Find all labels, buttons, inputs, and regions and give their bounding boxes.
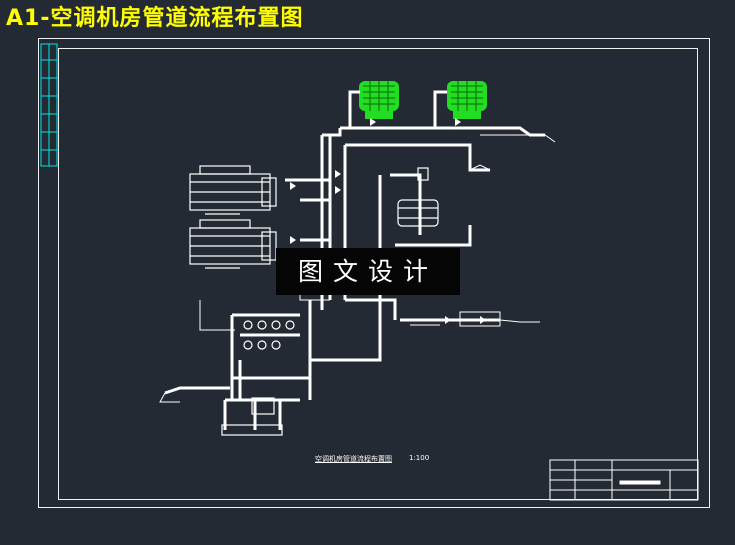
left-binding-strip — [40, 43, 58, 167]
watermark-badge: 图文设计 — [276, 248, 460, 295]
drawing-inner-frame — [58, 48, 698, 500]
title-block — [549, 459, 699, 501]
chiller-2 — [189, 219, 277, 269]
cooling-tower-2 — [447, 81, 487, 119]
chiller-1 — [189, 165, 277, 215]
pump-group — [221, 320, 295, 436]
diagram-scale: 1:100 — [409, 454, 430, 462]
drawing-title: A1-空调机房管道流程布置图 — [6, 6, 304, 31]
diagram-caption: 空调机房管道流程布置图 — [315, 455, 392, 463]
cooling-tower-1 — [359, 81, 399, 119]
heat-exchanger — [397, 167, 439, 227]
drawing-sheet-border — [38, 38, 710, 508]
